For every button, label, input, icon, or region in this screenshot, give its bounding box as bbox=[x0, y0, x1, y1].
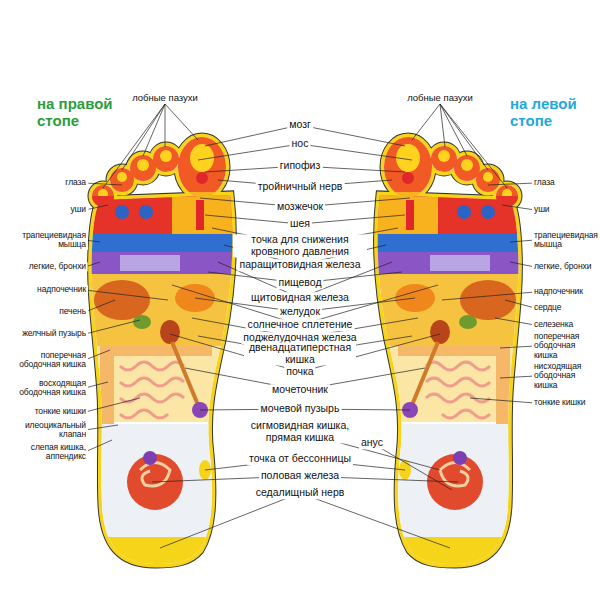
organ-label: солнечное сплетение bbox=[246, 319, 355, 331]
organ-label: поперечная ободочная кишка bbox=[532, 332, 600, 360]
organ-label: щитовидная железа bbox=[249, 292, 351, 304]
leader-line bbox=[440, 104, 467, 156]
organ-label: трапециевидная мышца bbox=[532, 231, 600, 250]
organ-label: седалищный нерв bbox=[254, 487, 347, 499]
organ-label: точка от бессонницы bbox=[247, 453, 353, 465]
leader-line bbox=[85, 350, 110, 360]
sinus-label: лобные пазухи bbox=[405, 93, 475, 103]
leader-line bbox=[165, 104, 198, 140]
leader-line bbox=[300, 215, 405, 224]
organ-label: поперечная ободочная кишка bbox=[6, 351, 88, 370]
leader-line bbox=[470, 398, 535, 403]
leader-line bbox=[160, 493, 300, 548]
organ-label: мочеточник bbox=[270, 384, 330, 396]
organ-label: тонкие кишки bbox=[33, 407, 88, 416]
leader-line bbox=[502, 205, 535, 210]
organ-label: илеоцикальный клапан bbox=[6, 421, 88, 440]
organ-label: печень bbox=[57, 307, 88, 316]
leader-line bbox=[442, 292, 535, 300]
leader-line bbox=[85, 183, 122, 185]
leader-line bbox=[500, 376, 535, 378]
leader-line bbox=[85, 425, 118, 430]
organ-label: точка для снижения кровяного давления bbox=[233, 234, 367, 257]
leader-line bbox=[500, 346, 535, 348]
organ-label: глаза bbox=[532, 178, 557, 187]
leader-line bbox=[198, 144, 300, 160]
leader-line bbox=[488, 183, 535, 185]
leader-line bbox=[300, 493, 450, 548]
organ-label: гипофиз bbox=[278, 160, 323, 172]
organ-label: надпочечник bbox=[532, 287, 585, 296]
organ-label: восходящая ободочная кишка bbox=[6, 379, 88, 398]
right-foot-map bbox=[80, 120, 250, 567]
organ-label: трапециевидная мышца bbox=[6, 231, 88, 250]
organ-label: нос bbox=[290, 138, 311, 150]
leader-line bbox=[505, 300, 535, 308]
organ-label: надпочечник bbox=[35, 285, 88, 294]
leader-line bbox=[300, 125, 405, 146]
leader-line bbox=[205, 125, 300, 146]
foot-title: на правой стопе bbox=[35, 96, 129, 129]
organ-label: анус bbox=[359, 437, 385, 449]
organ-label: двенадцатиперстная кишка bbox=[244, 342, 356, 365]
leader-line bbox=[440, 104, 488, 170]
leader-line bbox=[143, 104, 165, 156]
sinus-label: лобные пазухи bbox=[130, 93, 200, 103]
organ-label: уши bbox=[532, 205, 552, 214]
leader-line bbox=[85, 320, 140, 334]
organ-label: паращитовидная железа bbox=[238, 259, 363, 271]
leader-line bbox=[85, 382, 108, 388]
organ-label: уши bbox=[68, 205, 88, 214]
leader-line bbox=[440, 104, 507, 188]
leader-line bbox=[300, 144, 412, 160]
leader-lines bbox=[85, 104, 535, 548]
leader-line bbox=[205, 215, 300, 224]
organ-label: селезенка bbox=[532, 320, 575, 329]
leader-line bbox=[440, 104, 445, 147]
organ-label: шея bbox=[288, 218, 312, 230]
organ-label: желчный пузырь bbox=[20, 329, 88, 338]
leader-line bbox=[412, 104, 440, 140]
organ-label: почка bbox=[284, 366, 315, 378]
leader-line bbox=[372, 443, 452, 490]
organ-label: тройничный нерв bbox=[256, 181, 345, 193]
organ-label: нисходящая ободочная кишка bbox=[532, 362, 600, 390]
leader-line bbox=[165, 104, 166, 147]
organ-label: мочевой пузырь bbox=[259, 403, 342, 415]
left-foot-map bbox=[360, 120, 530, 567]
organ-label: легкие, бронхи bbox=[27, 262, 88, 271]
organ-label: глаза bbox=[63, 178, 88, 187]
organ-label: пищевод bbox=[276, 277, 323, 289]
organ-label: половая железа bbox=[259, 470, 341, 482]
organ-label: мозг bbox=[287, 119, 313, 131]
organ-label: сигмовидная кишка, прямая кишка bbox=[242, 420, 358, 443]
leader-line bbox=[85, 440, 112, 452]
organ-label: желудок bbox=[278, 306, 322, 318]
leader-line bbox=[85, 290, 168, 300]
leader-line bbox=[495, 318, 535, 325]
organ-label: легкие, бронхи bbox=[532, 262, 593, 271]
organ-label: сердце bbox=[532, 303, 563, 312]
leader-line bbox=[85, 300, 115, 312]
organ-label: тонкие кишки bbox=[532, 398, 587, 407]
leader-line bbox=[85, 205, 108, 210]
leader-line bbox=[85, 398, 140, 412]
organ-label: слепая кишка, аппендикс bbox=[6, 443, 88, 462]
foot-title: на левой стопе bbox=[508, 96, 600, 129]
organ-label: мозжечок bbox=[275, 201, 325, 213]
